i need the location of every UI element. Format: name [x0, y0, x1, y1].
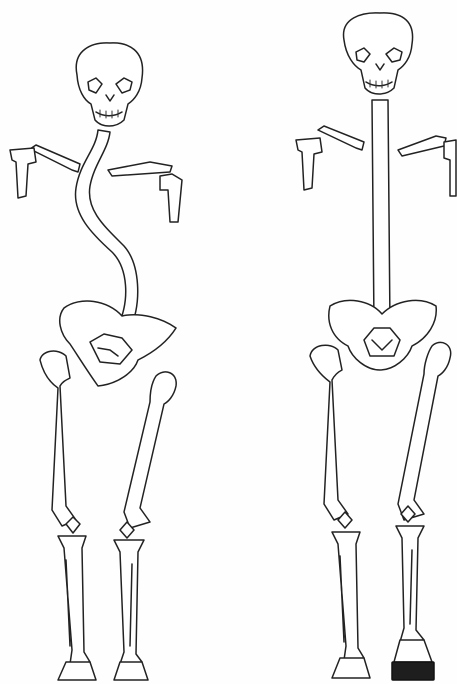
right-foot-left: [394, 640, 432, 662]
right-clavicle-right: [318, 126, 364, 150]
left-femur-right: [40, 351, 76, 526]
right-femur-left: [398, 342, 451, 520]
left-skull: [76, 43, 142, 126]
left-skeleton: [10, 43, 182, 680]
right-clavicle-left: [398, 136, 446, 156]
right-humerus-left: [444, 140, 456, 196]
left-foot-left: [114, 662, 148, 680]
left-clavicle-left: [108, 162, 172, 176]
right-humerus-right: [296, 138, 322, 190]
left-femur-left: [124, 372, 176, 528]
left-tibia-left: [114, 540, 144, 664]
right-femur-right: [310, 345, 348, 520]
left-humerus-right: [10, 148, 36, 198]
right-foot-right: [332, 658, 370, 678]
left-foot-right: [58, 662, 96, 680]
left-spine-curved: [75, 130, 137, 330]
right-tibia-right: [332, 532, 364, 660]
right-skeleton: [296, 13, 456, 680]
right-shoe-lift-block: [392, 662, 434, 680]
right-spine-straight: [372, 100, 390, 326]
right-skull: [344, 13, 413, 94]
left-tibia-right: [58, 536, 90, 664]
left-humerus-left: [160, 174, 182, 222]
left-clavicle-right: [30, 145, 80, 172]
